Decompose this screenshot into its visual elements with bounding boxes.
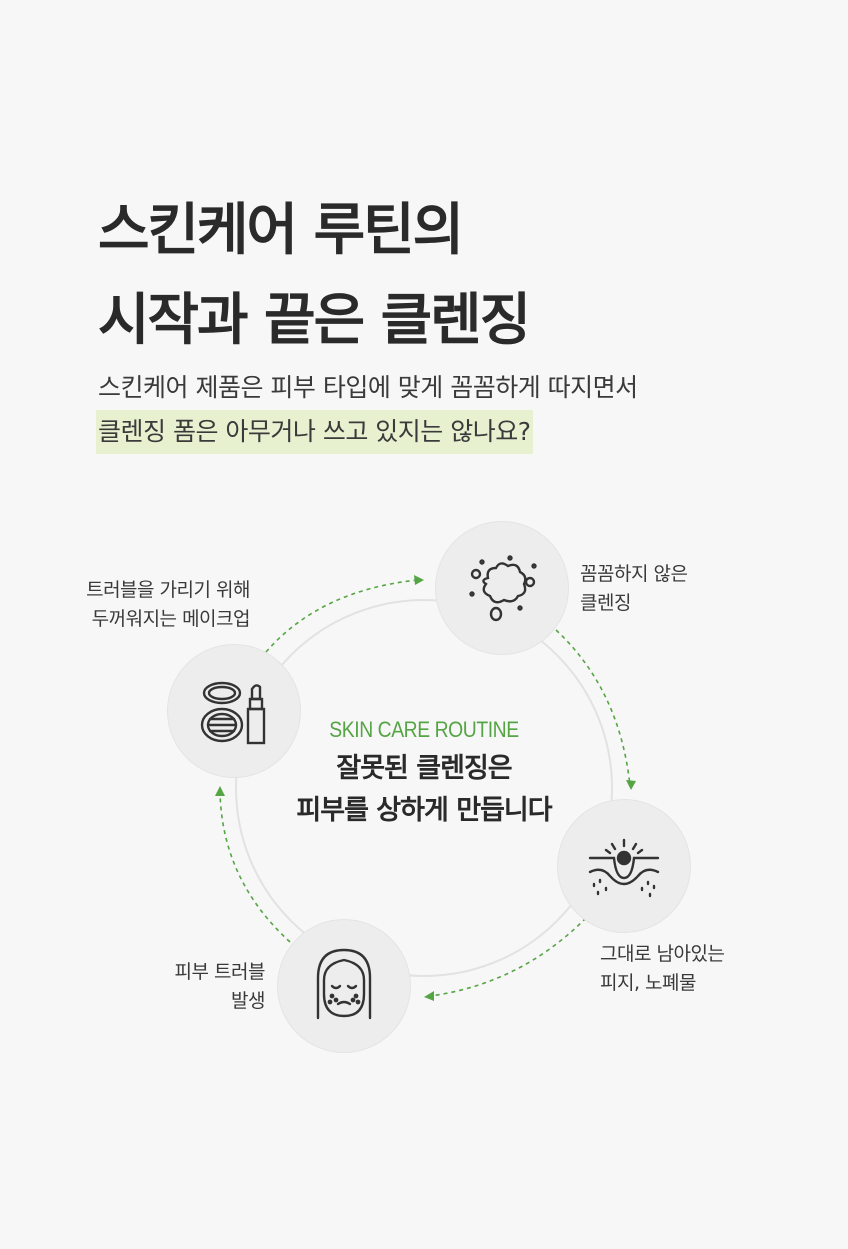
arrow-sebum-to-trouble <box>429 917 587 997</box>
cycle-eyebrow: SKIN CARE ROUTINE <box>329 717 519 742</box>
makeup-compact-lipstick-icon <box>200 681 266 745</box>
step-node-sebum <box>558 800 690 932</box>
cycle-title: 잘못된 클렌징은 피부를 상하게 만듭니다 <box>250 748 598 832</box>
arrow-makeup-to-cleansing <box>265 579 419 653</box>
arrow-cleansing-to-sebum <box>555 629 631 787</box>
subtext-line-2-highlighted: 클렌징 폼은 아무거나 쓰고 있지는 않나요? <box>96 410 533 454</box>
troubled-face-icon <box>316 948 372 1020</box>
cycle-center: SKIN CARE ROUTINE 잘못된 클렌징은 피부를 상하게 만듭니다 <box>250 712 598 832</box>
step-node-makeup <box>168 645 300 777</box>
cycle-title-line-2: 피부를 상하게 만듭니다 <box>296 795 552 826</box>
step-node-trouble <box>278 920 410 1052</box>
cycle-title-line-1: 잘못된 클렌징은 <box>336 753 512 784</box>
headline-line-2: 시작과 끝은 클렌징 <box>98 288 531 353</box>
clogged-pore-icon <box>588 838 660 898</box>
step-node-cleansing <box>436 522 568 654</box>
subtext-line-1: 스킨케어 제품은 피부 타입에 맞게 꼼꼼하게 따지면서 <box>98 373 638 402</box>
step-label-makeup: 트러블을 가리기 위해 두꺼워지는 메이크업 <box>86 579 250 630</box>
headline: 스킨케어 루틴의 시작과 끝은 클렌징 <box>98 186 531 366</box>
subtext: 스킨케어 제품은 피부 타입에 맞게 꼼꼼하게 따지면서 클렌징 폼은 아무거나… <box>96 366 638 454</box>
foam-bubble-icon <box>469 555 537 622</box>
step-label-sebum: 그대로 남아있는 피지, 노폐물 <box>600 943 725 994</box>
step-label-cleansing: 꼼꼼하지 않은 클렌징 <box>580 563 688 614</box>
step-label-trouble: 피부 트러블 발생 <box>174 961 266 1012</box>
headline-line-1: 스킨케어 루틴의 <box>98 198 464 263</box>
